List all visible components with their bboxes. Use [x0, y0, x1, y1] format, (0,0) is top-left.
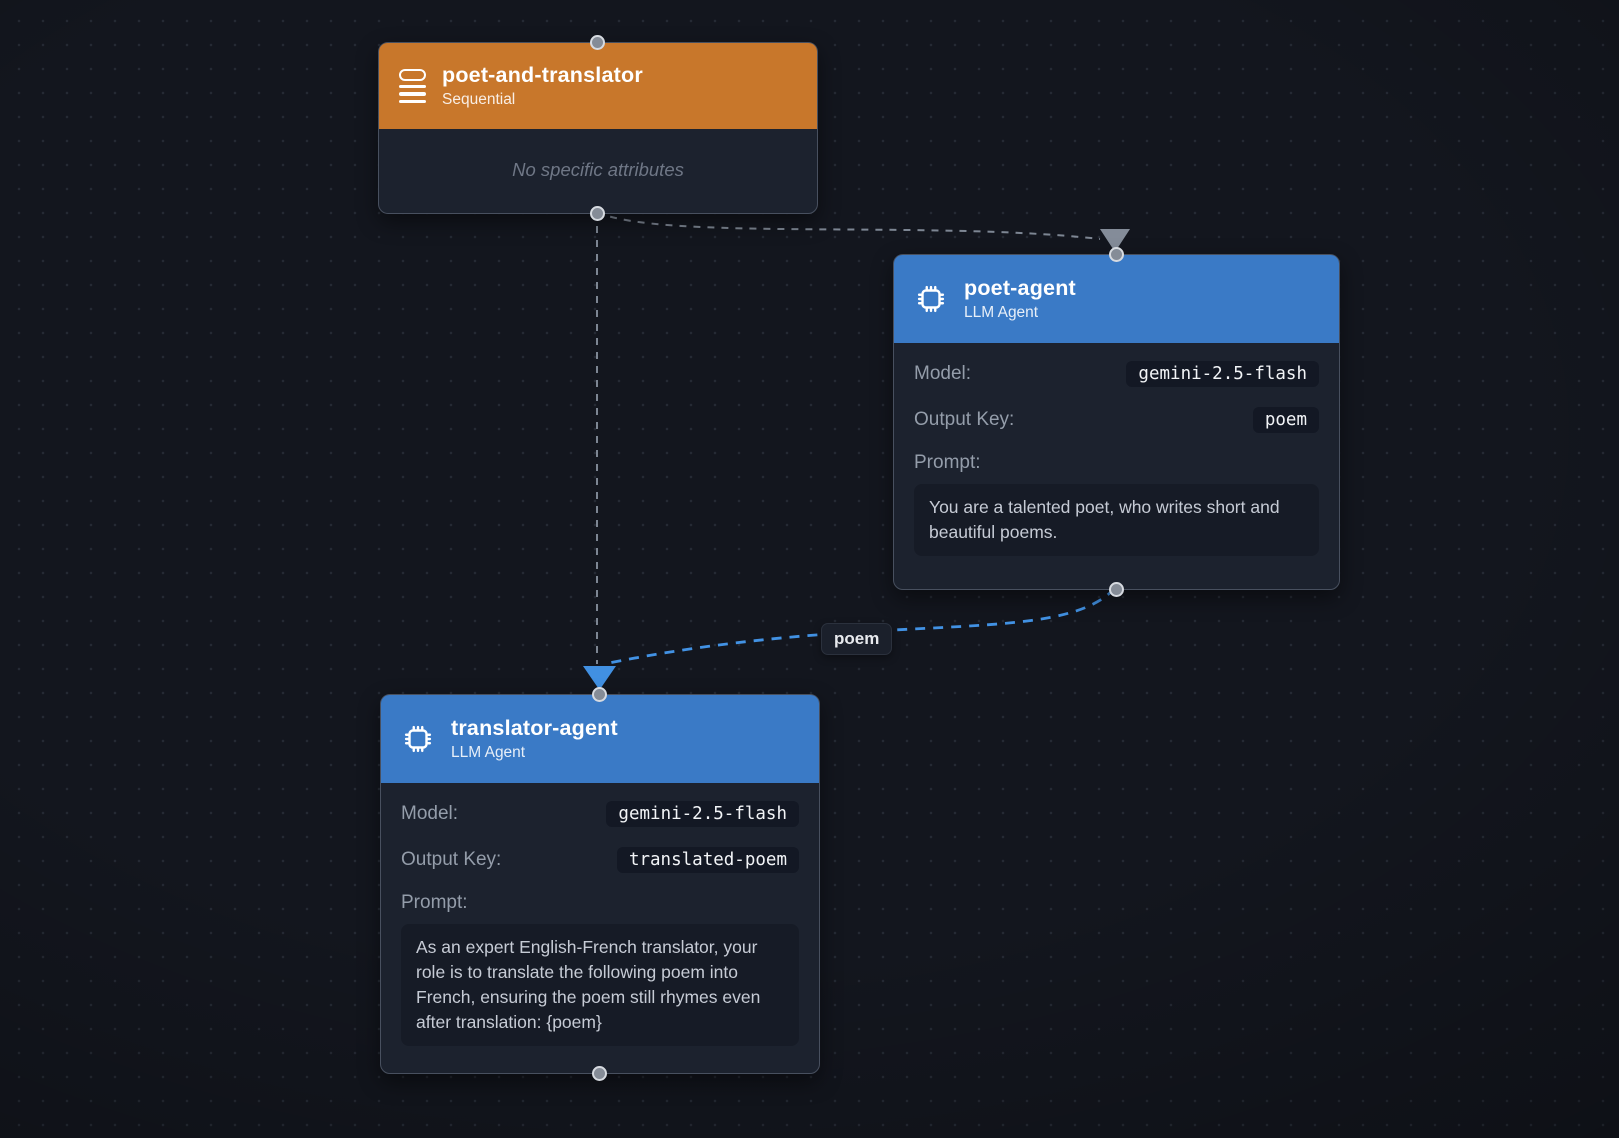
- node-poet-and-translator[interactable]: poet-and-translator Sequential No specif…: [378, 35, 818, 221]
- output-handle[interactable]: [1108, 582, 1124, 597]
- output-key-label: Output Key:: [401, 849, 502, 870]
- node-subtitle: LLM Agent: [451, 744, 526, 761]
- no-attributes-note: No specific attributes: [512, 159, 684, 180]
- node-body: Model: gemini-2.5-flash Output Key: poem…: [894, 343, 1339, 576]
- model-label: Model:: [914, 363, 972, 384]
- edge-arrowhead-translator-agent: [583, 666, 616, 690]
- node-title: poet-agent: [964, 276, 1076, 300]
- node-title: translator-agent: [451, 716, 618, 740]
- output-handle[interactable]: [590, 206, 605, 221]
- output-key-value: translated-poem: [616, 847, 799, 873]
- prompt-label: Prompt:: [401, 892, 468, 913]
- node-translator-agent[interactable]: translator-agent LLM Agent Model: gemini…: [380, 687, 820, 1081]
- prompt-text: As an expert English-French translator, …: [401, 924, 799, 1046]
- cpu-chip-icon: [404, 725, 432, 753]
- prompt-text: You are a talented poet, who writes shor…: [914, 484, 1319, 556]
- input-handle[interactable]: [592, 687, 607, 702]
- edge-poem-poet-to-translator[interactable]: [603, 587, 1117, 666]
- node-header[interactable]: poet-and-translator Sequential: [379, 43, 817, 129]
- output-key-label: Output Key:: [914, 409, 1015, 430]
- node-subtitle: LLM Agent: [964, 304, 1039, 321]
- cpu-chip-icon: [917, 285, 945, 313]
- model-value: gemini-2.5-flash: [606, 801, 799, 827]
- edge-sequential-to-poet-agent[interactable]: [596, 211, 1101, 240]
- sequential-list-icon: [399, 68, 426, 104]
- node-subtitle: Sequential: [442, 91, 516, 108]
- output-key-value: poem: [1252, 407, 1319, 433]
- node-header[interactable]: poet-agent LLM Agent: [894, 255, 1339, 343]
- node-body: No specific attributes: [379, 129, 817, 211]
- edge-arrowhead-poet-agent: [1100, 229, 1130, 252]
- node-poet-agent[interactable]: poet-agent LLM Agent Model: gemini-2.5-f…: [893, 247, 1340, 597]
- output-handle[interactable]: [592, 1066, 607, 1081]
- input-handle[interactable]: [590, 35, 605, 50]
- prompt-label: Prompt:: [914, 452, 981, 473]
- model-value: gemini-2.5-flash: [1126, 361, 1319, 387]
- node-title: poet-and-translator: [442, 63, 643, 87]
- model-label: Model:: [401, 803, 459, 824]
- node-header[interactable]: translator-agent LLM Agent: [381, 695, 819, 783]
- edge-label-poem: poem: [821, 623, 893, 655]
- node-body: Model: gemini-2.5-flash Output Key: tran…: [381, 783, 819, 1066]
- input-handle[interactable]: [1108, 247, 1124, 262]
